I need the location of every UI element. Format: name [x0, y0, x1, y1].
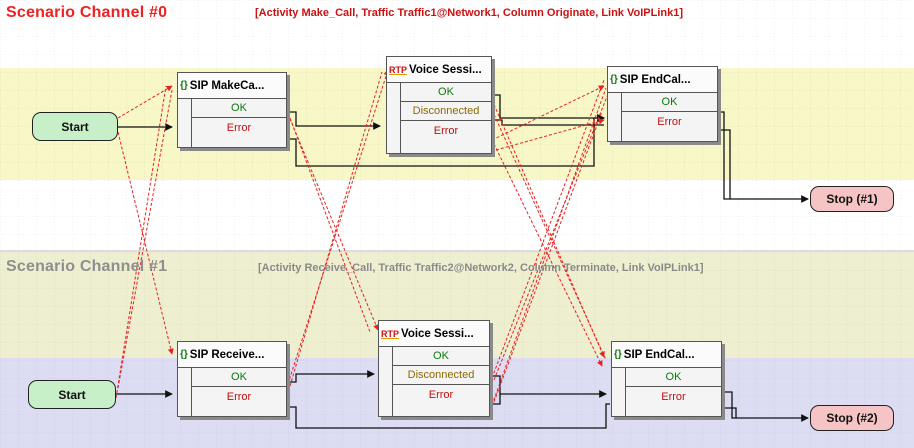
block-input-port[interactable]: [612, 368, 626, 416]
output-ok[interactable]: OK: [401, 83, 491, 102]
output-disconnected[interactable]: Disconnected: [401, 102, 491, 121]
output-ok[interactable]: OK: [192, 99, 286, 118]
block-title: SIP EndCal...: [619, 73, 691, 86]
voice-session-block[interactable]: RTP Voice Sessi... OK Disconnected Error: [386, 56, 492, 154]
block-header[interactable]: {} SIP EndCal...: [612, 342, 721, 368]
output-error[interactable]: Error: [226, 390, 252, 403]
sync-lines: [115, 69, 609, 406]
channel0-title: Scenario Channel #0: [6, 4, 168, 21]
output-error[interactable]: Error: [428, 388, 454, 401]
block-header[interactable]: {} SIP EndCal...: [608, 67, 717, 93]
start-label: Start: [61, 119, 89, 134]
channel1-description: [Activity Receive_Call, Traffic Traffic2…: [258, 262, 704, 274]
channel0-stop-node[interactable]: Stop (#1): [810, 186, 894, 212]
block-header[interactable]: {} SIP MakeCa...: [178, 73, 286, 99]
channel1-flow: [116, 370, 809, 429]
output-ok[interactable]: OK: [626, 368, 721, 387]
channel1-title: Scenario Channel #1: [6, 258, 168, 275]
stop-label: Stop (#2): [826, 411, 878, 425]
block-input-port[interactable]: [379, 347, 393, 416]
block-input-port[interactable]: [387, 83, 401, 153]
block-input-port[interactable]: [178, 368, 192, 416]
start-label: Start: [58, 387, 86, 402]
sip-endcall-block[interactable]: {} SIP EndCal... OK Error: [607, 66, 718, 142]
output-error[interactable]: Error: [433, 124, 459, 137]
output-ok[interactable]: OK: [622, 93, 717, 112]
output-ok[interactable]: OK: [393, 347, 489, 366]
stop-label: Stop (#1): [826, 192, 878, 206]
block-header[interactable]: RTP Voice Sessi...: [379, 321, 489, 347]
sip-endcall-block[interactable]: {} SIP EndCal... OK Error: [611, 341, 722, 417]
sip-receive-block[interactable]: {} SIP Receive... OK Error: [177, 341, 287, 417]
block-title: SIP Receive...: [189, 348, 265, 361]
channel0-start-node[interactable]: Start: [32, 112, 118, 141]
sip-makecall-block[interactable]: {} SIP MakeCa... OK Error: [177, 72, 287, 148]
output-ok[interactable]: OK: [192, 368, 286, 387]
block-input-port[interactable]: [608, 93, 622, 141]
output-error[interactable]: Error: [226, 121, 252, 134]
output-error[interactable]: Error: [661, 390, 686, 403]
block-header[interactable]: {} SIP Receive...: [178, 342, 286, 368]
output-error[interactable]: Error: [657, 115, 682, 128]
voice-session-block[interactable]: RTP Voice Sessi... OK Disconnected Error: [378, 320, 490, 417]
block-title: Voice Sessi...: [409, 63, 482, 76]
sip-icon: {}: [180, 349, 188, 360]
rtp-icon: RTP: [381, 328, 399, 339]
channel1-stop-node[interactable]: Stop (#2): [810, 405, 894, 431]
block-title: SIP MakeCa...: [189, 79, 265, 92]
channel0-description: [Activity Make_Call, Traffic Traffic1@Ne…: [255, 7, 684, 19]
output-disconnected[interactable]: Disconnected: [393, 366, 489, 385]
block-input-port[interactable]: [178, 99, 192, 147]
channel0-flow: [118, 94, 809, 203]
sip-icon: {}: [180, 80, 188, 91]
block-title: SIP EndCal...: [623, 348, 695, 361]
sip-icon: {}: [610, 74, 618, 85]
rtp-icon: RTP: [389, 64, 407, 75]
block-header[interactable]: RTP Voice Sessi...: [387, 57, 491, 83]
block-title: Voice Sessi...: [401, 327, 474, 340]
channel1-start-node[interactable]: Start: [28, 380, 116, 409]
sip-icon: {}: [614, 349, 622, 360]
